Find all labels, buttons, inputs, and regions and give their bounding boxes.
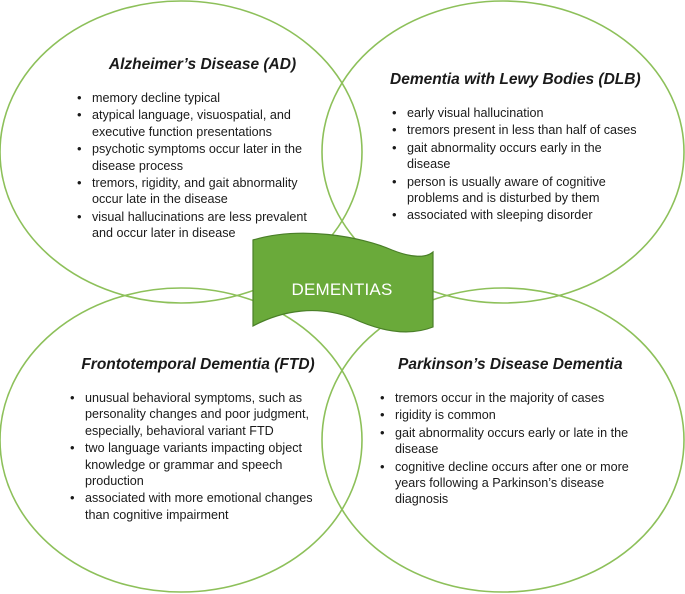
symptom-list-pdd: tremors occur in the majority of cases r… (378, 390, 636, 508)
list-item: cognitive decline occurs after one or mo… (378, 459, 636, 508)
symptom-list-ftd: unusual behavioral symptoms, such as per… (68, 390, 328, 523)
list-item: atypical language, visuospatial, and exe… (75, 107, 330, 140)
quadrant-lewy-bodies: Dementia with Lewy Bodies (DLB) early vi… (390, 71, 641, 225)
quadrant-frontotemporal: Frontotemporal Dementia (FTD) unusual be… (68, 356, 328, 524)
center-banner (252, 232, 434, 333)
quadrant-title-ftd: Frontotemporal Dementia (FTD) (81, 356, 315, 373)
list-item: early visual hallucination (390, 105, 640, 122)
banner-label: DEMENTIAS (291, 280, 393, 299)
quadrant-title-dlb: Dementia with Lewy Bodies (DLB) (390, 71, 641, 88)
list-item: memory decline typical (75, 90, 330, 107)
list-item: unusual behavioral symptoms, such as per… (68, 390, 328, 439)
circle-ad (0, 0, 363, 304)
quadrant-parkinsons: Parkinson’s Disease Dementia tremors occ… (378, 356, 636, 509)
list-item: two language variants impacting object k… (68, 440, 328, 489)
quadrant-title-ad: Alzheimer’s Disease (AD) (108, 56, 297, 73)
list-item: rigidity is common (378, 407, 636, 424)
list-item: visual hallucinations are less prevalent… (75, 209, 330, 242)
list-item: tremors, rigidity, and gait abnormality … (75, 175, 330, 208)
list-item: associated with sleeping disorder (390, 207, 640, 224)
quadrant-alzheimers: Alzheimer’s Disease (AD) memory decline … (75, 56, 330, 243)
list-item: associated with more emotional changes t… (68, 490, 328, 523)
list-item: person is usually aware of cognitive pro… (390, 174, 640, 207)
list-item: gait abnormality occurs early in the dis… (390, 140, 640, 173)
list-item: gait abnormality occurs early or late in… (378, 425, 636, 458)
quadrant-title-pdd: Parkinson’s Disease Dementia (398, 356, 623, 373)
symptom-list-dlb: early visual hallucination tremors prese… (390, 105, 640, 224)
list-item: psychotic symptoms occur later in the di… (75, 141, 330, 174)
symptom-list-ad: memory decline typical atypical language… (75, 90, 330, 242)
circle-ftd (0, 287, 363, 593)
list-item: tremors present in less than half of cas… (390, 122, 640, 139)
list-item: tremors occur in the majority of cases (378, 390, 636, 407)
